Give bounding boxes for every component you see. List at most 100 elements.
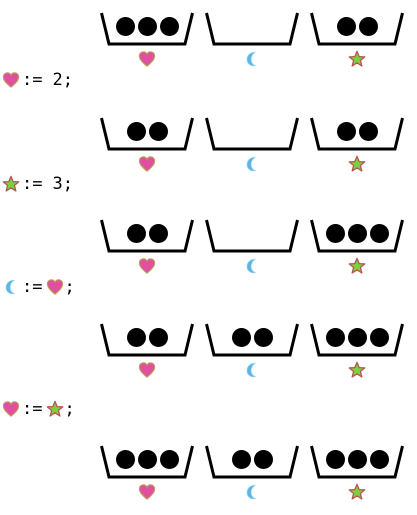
basket-outline xyxy=(205,117,299,151)
ball xyxy=(126,223,146,243)
star-basket xyxy=(310,8,404,68)
ball xyxy=(253,449,273,469)
ball xyxy=(148,327,168,347)
basket-label xyxy=(138,155,156,173)
basket-outline xyxy=(100,323,194,357)
ball xyxy=(159,16,179,36)
heart-icon xyxy=(2,72,20,88)
moon-basket xyxy=(205,319,299,379)
basket-label xyxy=(348,361,366,379)
assignment-statement: :=; xyxy=(2,275,75,299)
assignment-statement: :=; xyxy=(2,397,75,421)
basket-label xyxy=(243,155,261,173)
moon-basket xyxy=(205,215,299,275)
state-row xyxy=(0,215,417,275)
basket-label xyxy=(243,50,261,68)
basket-label xyxy=(243,361,261,379)
statement-terminator: ; xyxy=(62,70,73,90)
ball xyxy=(347,449,367,469)
basket-outline xyxy=(100,445,194,479)
ball xyxy=(126,327,146,347)
state-row xyxy=(0,8,417,68)
assigned-value: 2 xyxy=(52,70,63,90)
moon-icon xyxy=(246,51,257,67)
ball xyxy=(126,121,146,141)
ball-group xyxy=(310,441,404,477)
star-icon xyxy=(348,483,366,500)
ball-group xyxy=(205,215,299,251)
heart-basket xyxy=(100,441,194,501)
basket-outline xyxy=(205,219,299,253)
state-row xyxy=(0,113,417,173)
ball-group xyxy=(310,215,404,251)
ball xyxy=(148,121,168,141)
assign-operator: := xyxy=(22,277,43,297)
assign-operator: := xyxy=(22,399,43,419)
basket-outline xyxy=(205,12,299,46)
ball xyxy=(336,121,356,141)
ball xyxy=(231,327,251,347)
ball xyxy=(369,449,389,469)
ball-group xyxy=(100,441,194,477)
statement-terminator: ; xyxy=(62,174,73,194)
basket-outline xyxy=(100,219,194,253)
heart-icon xyxy=(138,51,156,67)
ball xyxy=(369,223,389,243)
ball xyxy=(137,449,157,469)
star-icon xyxy=(2,175,20,192)
ball xyxy=(253,327,273,347)
ball xyxy=(347,223,367,243)
ball-group xyxy=(205,8,299,44)
heart-basket xyxy=(100,8,194,68)
basket-outline xyxy=(310,117,404,151)
ball xyxy=(358,16,378,36)
ball xyxy=(325,327,345,347)
ball xyxy=(325,449,345,469)
moon-basket xyxy=(205,8,299,68)
basket-label xyxy=(348,50,366,68)
basket-label xyxy=(348,155,366,173)
moon-basket xyxy=(205,113,299,173)
basket-outline xyxy=(310,323,404,357)
assignment-statement: :=2; xyxy=(2,68,73,92)
ball-group xyxy=(100,319,194,355)
ball-group xyxy=(310,8,404,44)
state-row xyxy=(0,319,417,379)
heart-icon xyxy=(2,401,20,417)
statement-terminator: ; xyxy=(64,277,75,297)
star-icon xyxy=(348,155,366,172)
ball xyxy=(325,223,345,243)
basket-label xyxy=(348,483,366,501)
ball-group xyxy=(205,441,299,477)
basket-label xyxy=(138,50,156,68)
basket-outline xyxy=(310,445,404,479)
ball-group xyxy=(310,319,404,355)
ball xyxy=(347,327,367,347)
moon-icon xyxy=(5,279,16,295)
statement-terminator: ; xyxy=(64,399,75,419)
basket-label xyxy=(348,257,366,275)
star-icon xyxy=(348,257,366,274)
ball xyxy=(137,16,157,36)
ball-group xyxy=(100,8,194,44)
heart-basket xyxy=(100,319,194,379)
ball-group xyxy=(100,215,194,251)
ball-group xyxy=(205,319,299,355)
basket-outline xyxy=(100,117,194,151)
heart-basket xyxy=(100,215,194,275)
basket-outline xyxy=(310,12,404,46)
basket-label xyxy=(138,483,156,501)
star-icon xyxy=(47,400,64,417)
basket-outline xyxy=(310,219,404,253)
heart-basket xyxy=(100,113,194,173)
assigned-value: 3 xyxy=(52,174,63,194)
heart-icon xyxy=(138,362,156,378)
basket-outline xyxy=(100,12,194,46)
star-basket xyxy=(310,319,404,379)
moon-icon xyxy=(246,258,257,274)
moon-icon xyxy=(246,156,257,172)
heart-icon xyxy=(138,156,156,172)
star-icon xyxy=(348,50,366,67)
heart-icon xyxy=(47,279,64,295)
ball-group xyxy=(310,113,404,149)
